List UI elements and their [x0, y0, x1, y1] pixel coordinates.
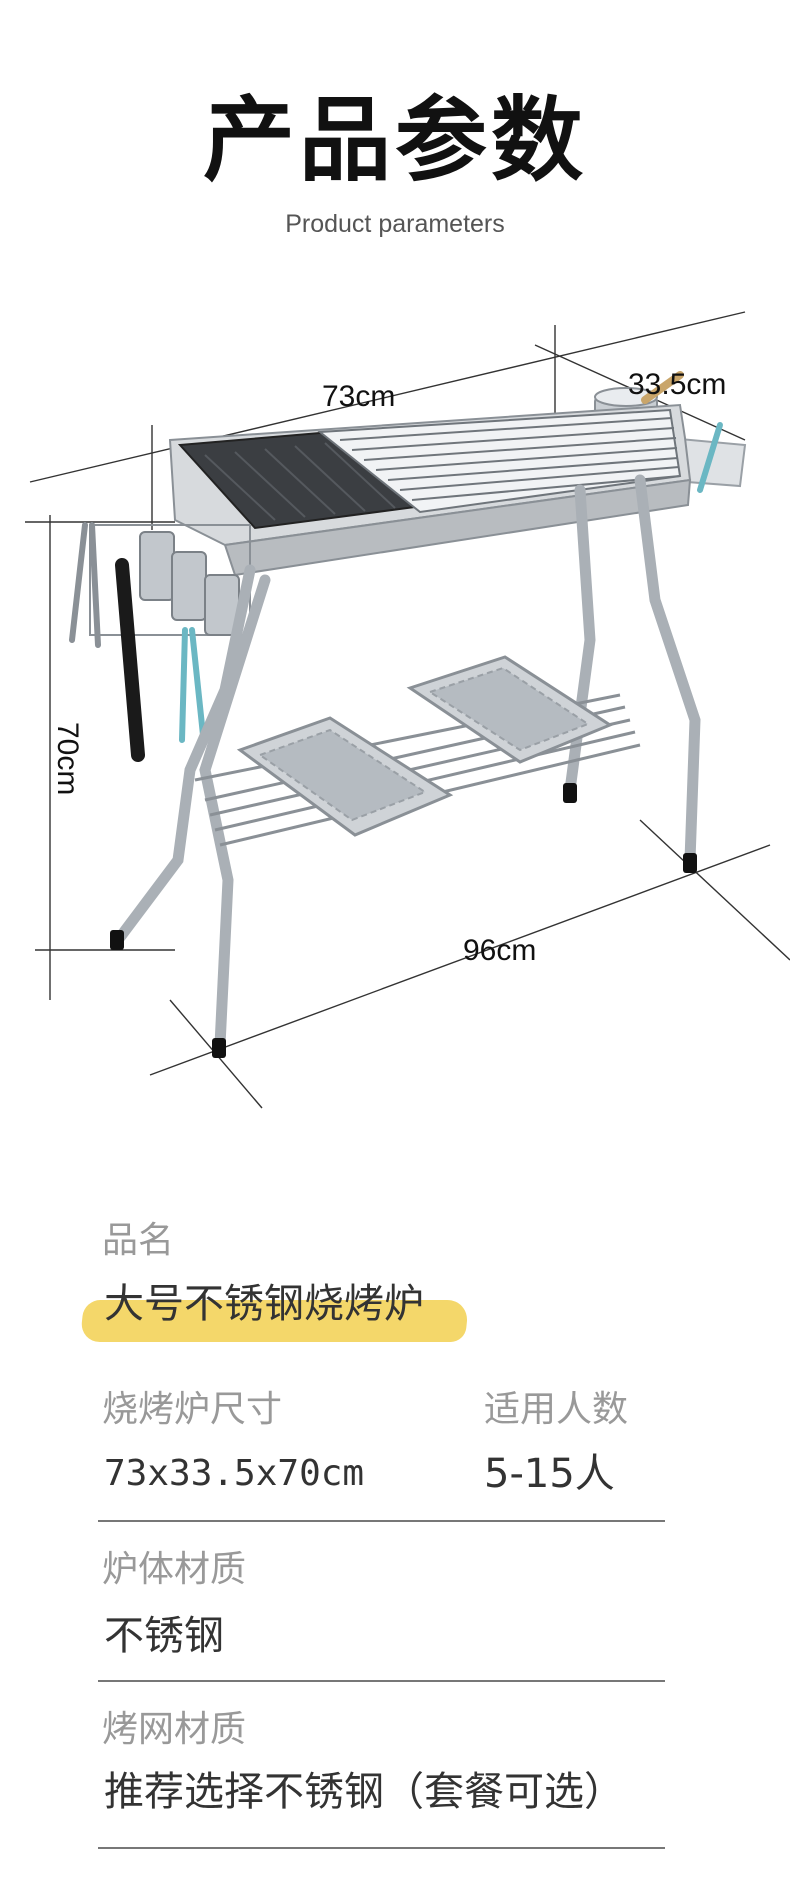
spec-grill-material-value: 推荐选择不锈钢（套餐可选） — [104, 1769, 624, 1815]
hanging-tools — [69, 422, 723, 762]
grill-illustration — [25, 311, 790, 1109]
tray-right-pattern — [427, 666, 591, 752]
dimension-depth-label: 33.5cm — [628, 368, 727, 401]
divider-2 — [98, 1680, 665, 1682]
spec-name-label: 品名 — [102, 1220, 175, 1261]
product-dimension-diagram: 73cm 33.5cm 70cm 96cm — [0, 300, 790, 1120]
dimension-lines — [25, 311, 790, 1109]
divider-3 — [98, 1847, 665, 1849]
spice-jars — [139, 531, 240, 636]
leg-feet — [110, 783, 697, 1058]
spec-size-label: 烧烤炉尺寸 — [102, 1389, 283, 1430]
tray-left-pattern — [257, 728, 428, 822]
spec-grill-material-label: 烤网材质 — [102, 1709, 247, 1750]
spec-people-value: 5-15人 — [484, 1451, 615, 1497]
dimension-height-label: 70cm — [51, 722, 84, 796]
griddle-grooves — [204, 442, 396, 521]
grill-front-panel — [223, 478, 692, 577]
page-title: 产品参数 — [202, 87, 587, 194]
spec-people-label: 适用人数 — [484, 1389, 629, 1430]
spec-body-material-label: 炉体材质 — [102, 1549, 247, 1590]
spec-name-value: 大号不锈钢烧烤炉 — [104, 1281, 424, 1327]
dimension-length-label: 96cm — [463, 934, 537, 967]
spec-body-material-value: 不锈钢 — [104, 1613, 224, 1659]
spec-size-value: 73x33.5x70cm — [104, 1453, 365, 1494]
page-subtitle: Product parameters — [285, 210, 505, 238]
divider-1 — [98, 1520, 665, 1522]
dimension-width-label: 73cm — [322, 380, 396, 413]
